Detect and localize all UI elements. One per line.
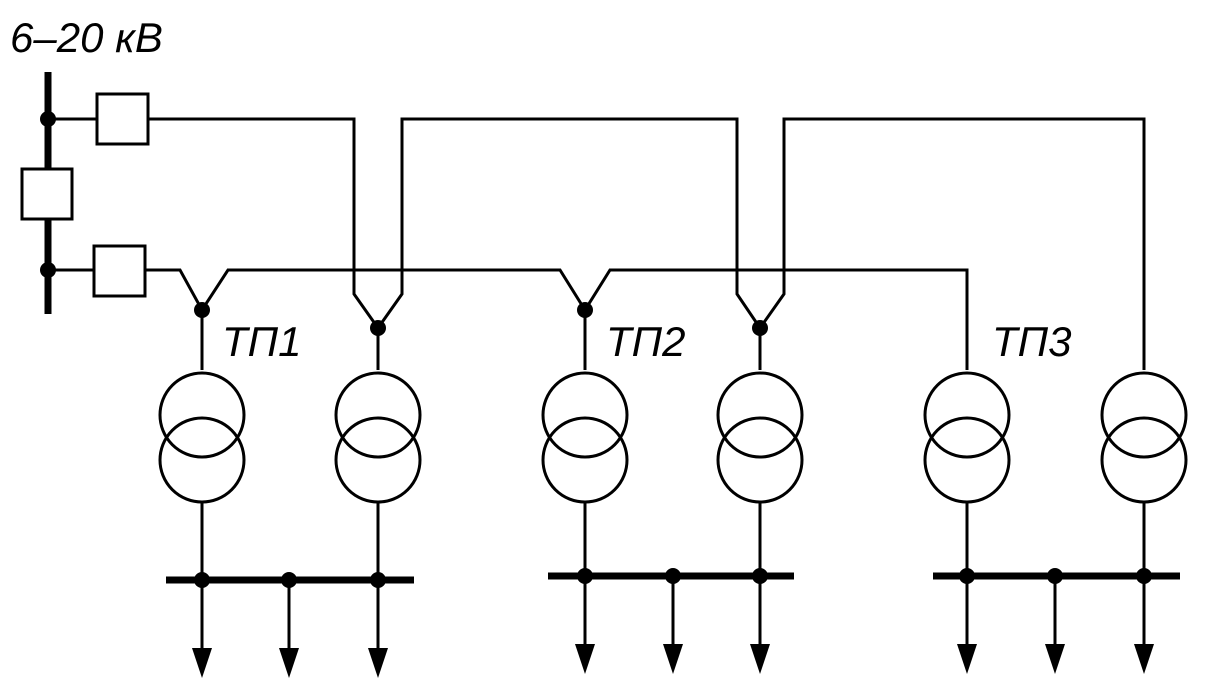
load-arrow [1134,644,1154,674]
load-arrow [192,648,212,678]
substation-label-tp1: ТП1 [222,318,301,365]
outgoing-lines [200,576,1146,652]
feeder-breaker-2 [92,244,147,298]
transformer-tp3-a [923,371,1011,504]
feeder-breaker-1 [95,92,150,146]
substation-label-tp2: ТП2 [606,318,685,365]
load-arrow [1045,644,1065,674]
voltage-label: 6–20 кВ [10,14,163,61]
transformer-tp2-b [716,371,804,504]
feeder-line-1 [148,117,1146,370]
sectional-breaker [20,167,74,221]
transformer-tp1-a [158,371,246,504]
transformer-tp3-b [1100,371,1188,504]
source-busbar-section [20,72,150,314]
substation-label-tp3: ТП3 [992,318,1071,365]
load-arrow [957,644,977,674]
load-arrow [279,648,299,678]
load-arrow [368,648,388,678]
transformer-tp1-b [334,371,422,504]
load-arrow [575,644,595,674]
feeder-line-2 [145,268,969,370]
transformer-tp2-a [541,371,629,504]
load-arrow [750,644,770,674]
lv-bus-junctions [194,568,1152,588]
load-arrows [192,644,1154,678]
load-arrow [663,644,683,674]
